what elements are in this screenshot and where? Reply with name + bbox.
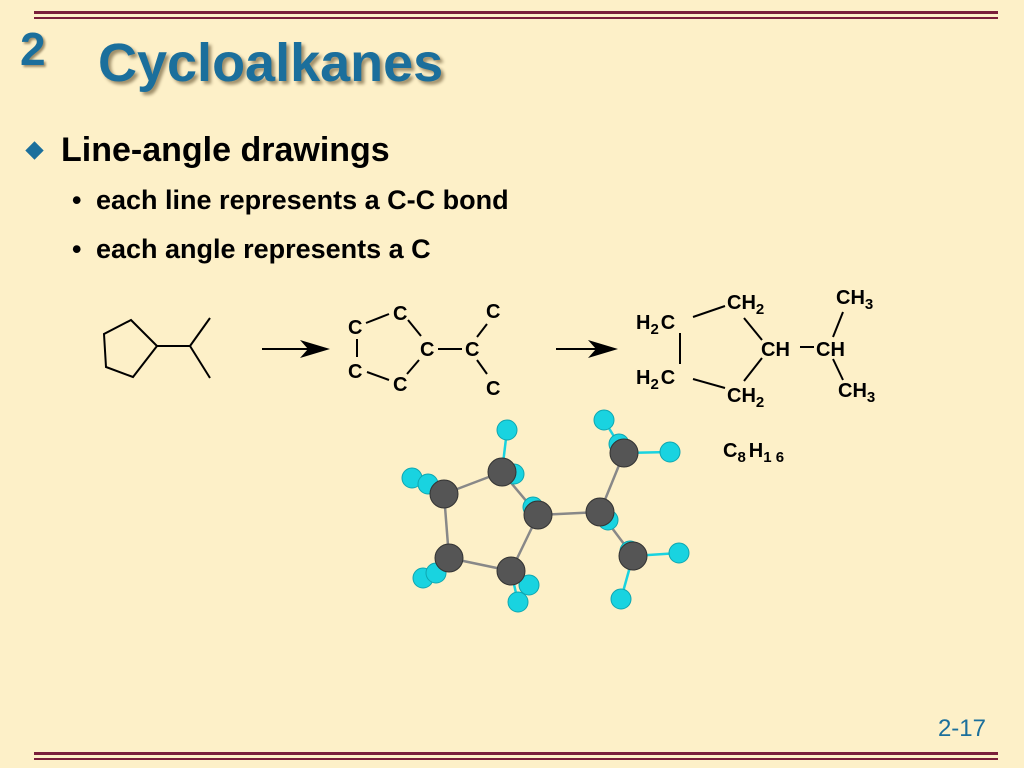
sub-bullet-text: each line represents a C-C bond — [96, 185, 509, 215]
atom-label: C — [393, 374, 407, 396]
ring-ch: CH — [761, 339, 790, 361]
methyl-top: CH3 — [836, 287, 873, 313]
ring-top-ch2: CH2 — [727, 292, 764, 318]
methyl-bottom: CH3 — [838, 380, 875, 406]
bond-line — [189, 317, 211, 347]
atom-label: C — [465, 339, 479, 361]
carbon-atoms — [429, 438, 648, 586]
bullet-main-text: Line-angle drawings — [61, 131, 390, 169]
atom-label: C — [486, 301, 500, 323]
ring-bottom-ch2: CH2 — [727, 385, 764, 411]
bond-line — [189, 345, 211, 379]
sub-bullet: • each angle represents a C — [72, 234, 431, 265]
page-number: 2-17 — [937, 715, 986, 742]
sub-bullet: • each line represents a C-C bond — [72, 185, 509, 216]
arrow-icon — [556, 340, 618, 358]
dot-bullet-icon: • — [72, 185, 82, 215]
ball-and-stick-model — [401, 409, 690, 613]
atom-label: C — [393, 303, 407, 325]
dot-bullet-icon: • — [72, 234, 82, 264]
top-rule — [34, 11, 998, 19]
bullet-main: Line-angle drawings — [24, 131, 390, 170]
bond-lines — [679, 305, 844, 389]
bond-lines — [356, 313, 488, 381]
atom-label: C — [348, 317, 362, 339]
sub-bullet-text: each angle represents a C — [96, 234, 431, 264]
atom-label: C — [420, 339, 434, 361]
cyclopentane-ring — [102, 318, 159, 379]
atom-label: C — [486, 378, 500, 400]
carbon-skeleton: C C C C C C C C — [348, 301, 500, 400]
line-angle-drawing — [102, 317, 211, 379]
atom-label: C — [348, 361, 362, 383]
arrow-icon — [262, 340, 330, 358]
side-ch: CH — [816, 339, 845, 361]
bottom-rule — [34, 752, 998, 760]
slide-title: Cycloalkanes — [98, 33, 444, 93]
chapter-number: 2 — [20, 23, 46, 75]
